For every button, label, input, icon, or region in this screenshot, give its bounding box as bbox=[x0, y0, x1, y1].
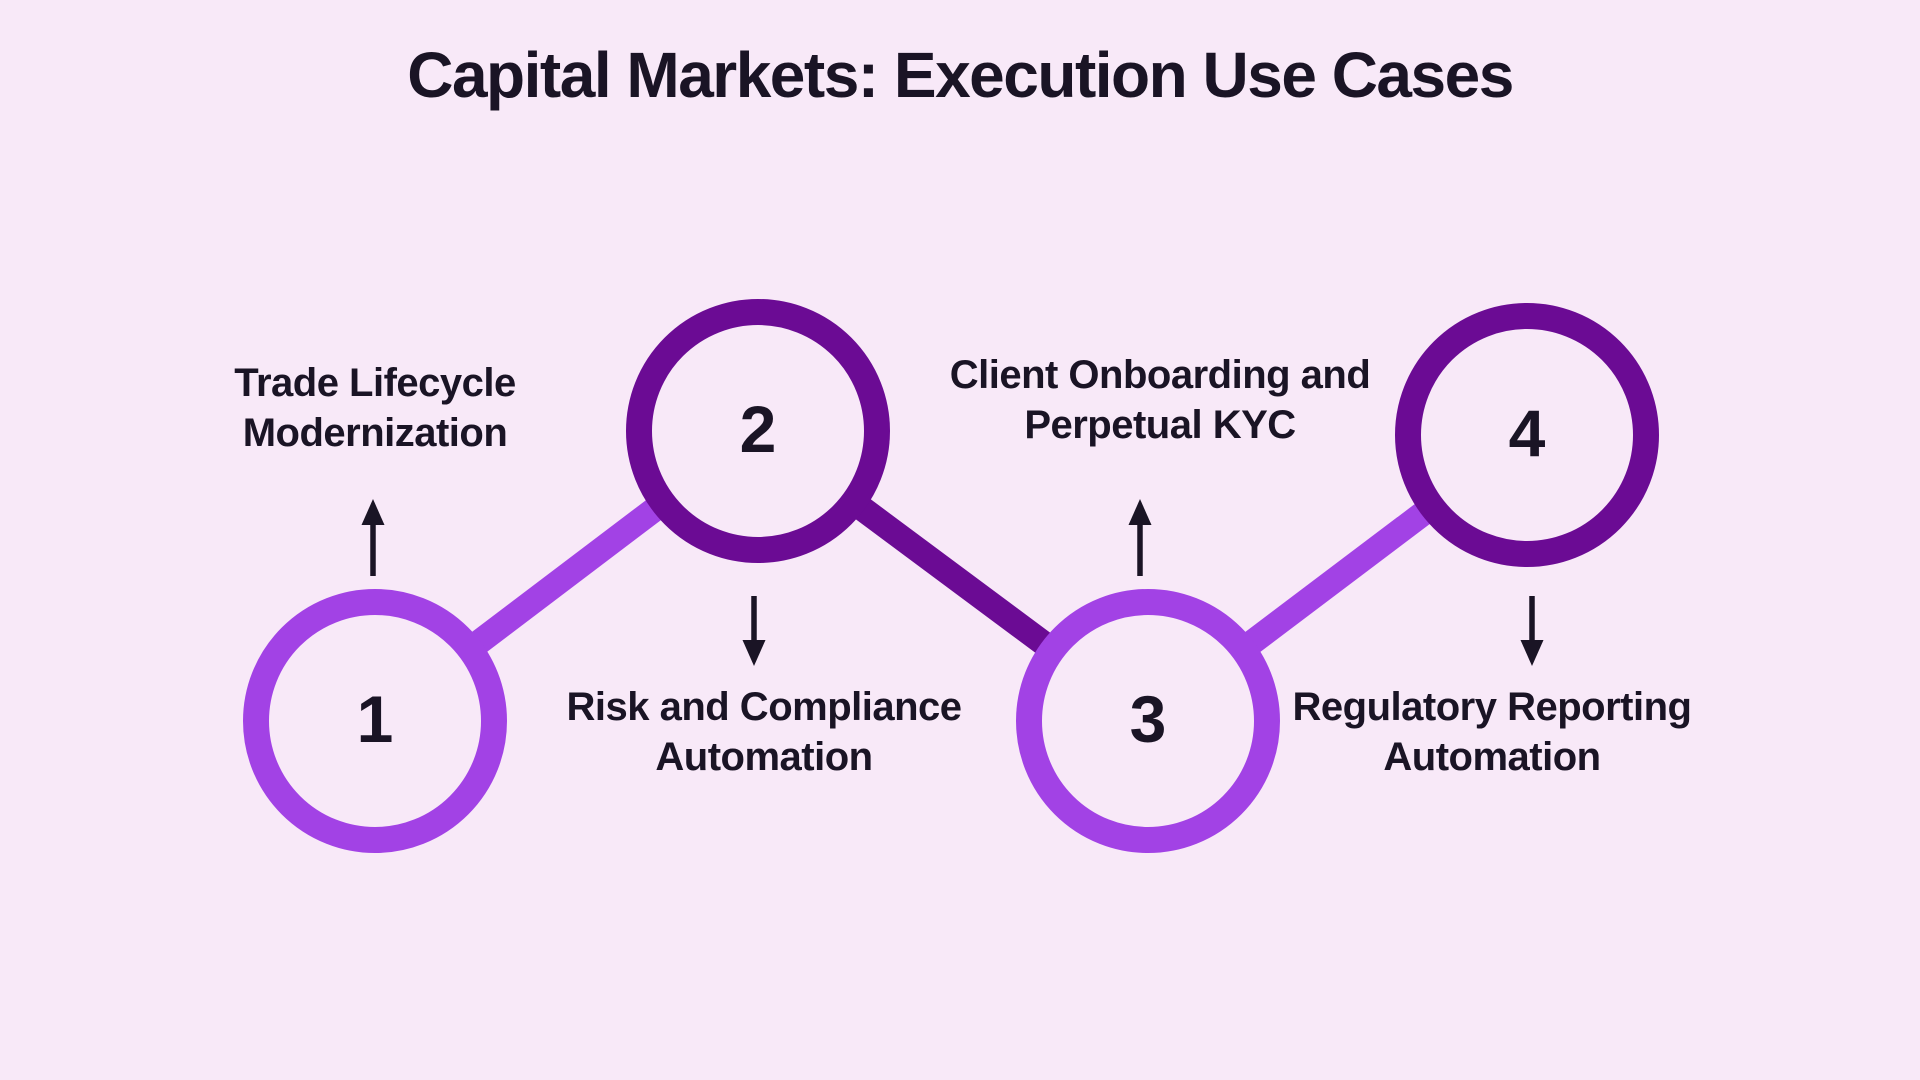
step-4-number: 4 bbox=[1508, 396, 1546, 470]
step-2-number: 2 bbox=[739, 392, 777, 466]
step-1-label-line1: Trade Lifecycle bbox=[234, 361, 516, 405]
arrow-up-icon bbox=[1128, 499, 1152, 576]
arrow-down-icon bbox=[1520, 596, 1544, 666]
step-1-number: 1 bbox=[356, 682, 394, 756]
step-2-label-line2: Automation bbox=[655, 735, 873, 779]
step-1-label: Trade Lifecycle Modernization bbox=[234, 358, 516, 458]
page-title: Capital Markets: Execution Use Cases bbox=[407, 39, 1514, 111]
step-3-number: 3 bbox=[1129, 682, 1167, 756]
step-2-label: Risk and Compliance Automation bbox=[566, 682, 962, 782]
step-3-circle: 3 bbox=[1016, 589, 1280, 853]
step-3-label-line1: Client Onboarding and bbox=[949, 353, 1371, 397]
arrow-down-icon bbox=[742, 596, 766, 666]
step-3-label-line2: Perpetual KYC bbox=[1024, 403, 1296, 447]
step-4-label-line1: Regulatory Reporting bbox=[1292, 685, 1692, 729]
step-4-label: Regulatory Reporting Automation bbox=[1293, 682, 1692, 782]
step-2-label-line1: Risk and Compliance bbox=[566, 685, 962, 729]
step-3-label: Client Onboarding and Perpetual KYC bbox=[950, 350, 1371, 450]
arrow-up-icon bbox=[361, 499, 385, 576]
step-4-label-line2: Automation bbox=[1383, 735, 1601, 779]
step-1-label-line2: Modernization bbox=[242, 411, 508, 455]
